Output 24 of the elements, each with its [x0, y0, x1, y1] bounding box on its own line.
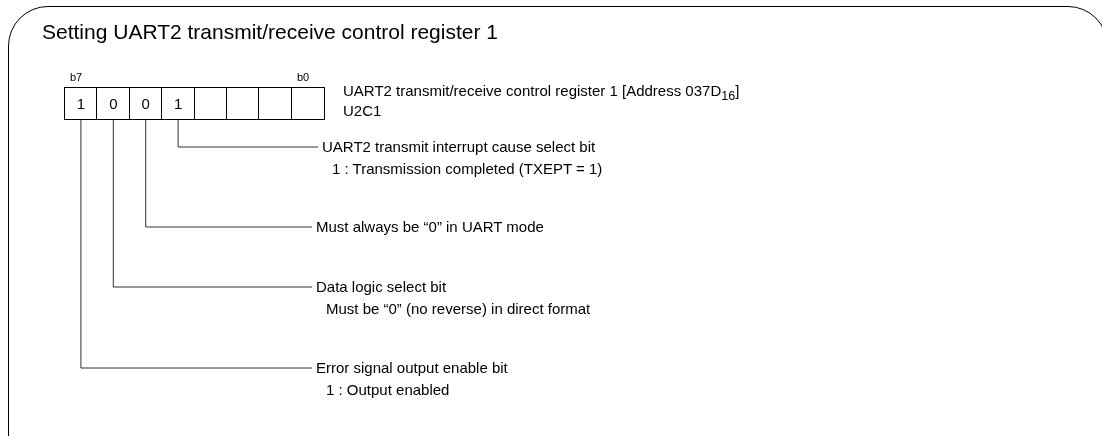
bit-cell: 1: [161, 87, 196, 120]
diagram-title: Setting UART2 transmit/receive control register 1: [42, 20, 498, 44]
bit-description: Error signal output enable bit: [316, 358, 508, 378]
setting-note: Must be “0” (no reverse) in direct format: [325, 299, 591, 319]
bit-cell: [258, 87, 293, 120]
register-symbol: U2C1: [343, 102, 382, 119]
bit-description: Data logic select bit: [316, 277, 448, 297]
leader-line: [112, 119, 313, 288]
bit-cell: 0: [96, 87, 131, 120]
bit-cell: 1: [64, 87, 98, 120]
bit-description: Must always be “0” in UART mode: [316, 217, 544, 237]
leader-line: [80, 119, 313, 369]
bit-number: b7: [70, 71, 83, 83]
register-name: UART2 transmit/receive control register 1 [Address 037D$_{16}$]: [343, 82, 740, 103]
leader-line: [177, 119, 319, 148]
setting-note: 1 : Transmission completed (TXEPT = 1): [331, 159, 603, 179]
bit-description: UART2 transmit interrupt cause select bit: [322, 137, 597, 157]
bit-cell: [290, 87, 325, 120]
setting-note: 1 : Output enabled: [325, 380, 451, 400]
leader-line: [145, 119, 313, 228]
bit-number: b0: [297, 71, 310, 83]
bit-cell: 0: [128, 87, 163, 120]
bit-cell: [226, 87, 260, 120]
bit-cell: [193, 87, 228, 120]
